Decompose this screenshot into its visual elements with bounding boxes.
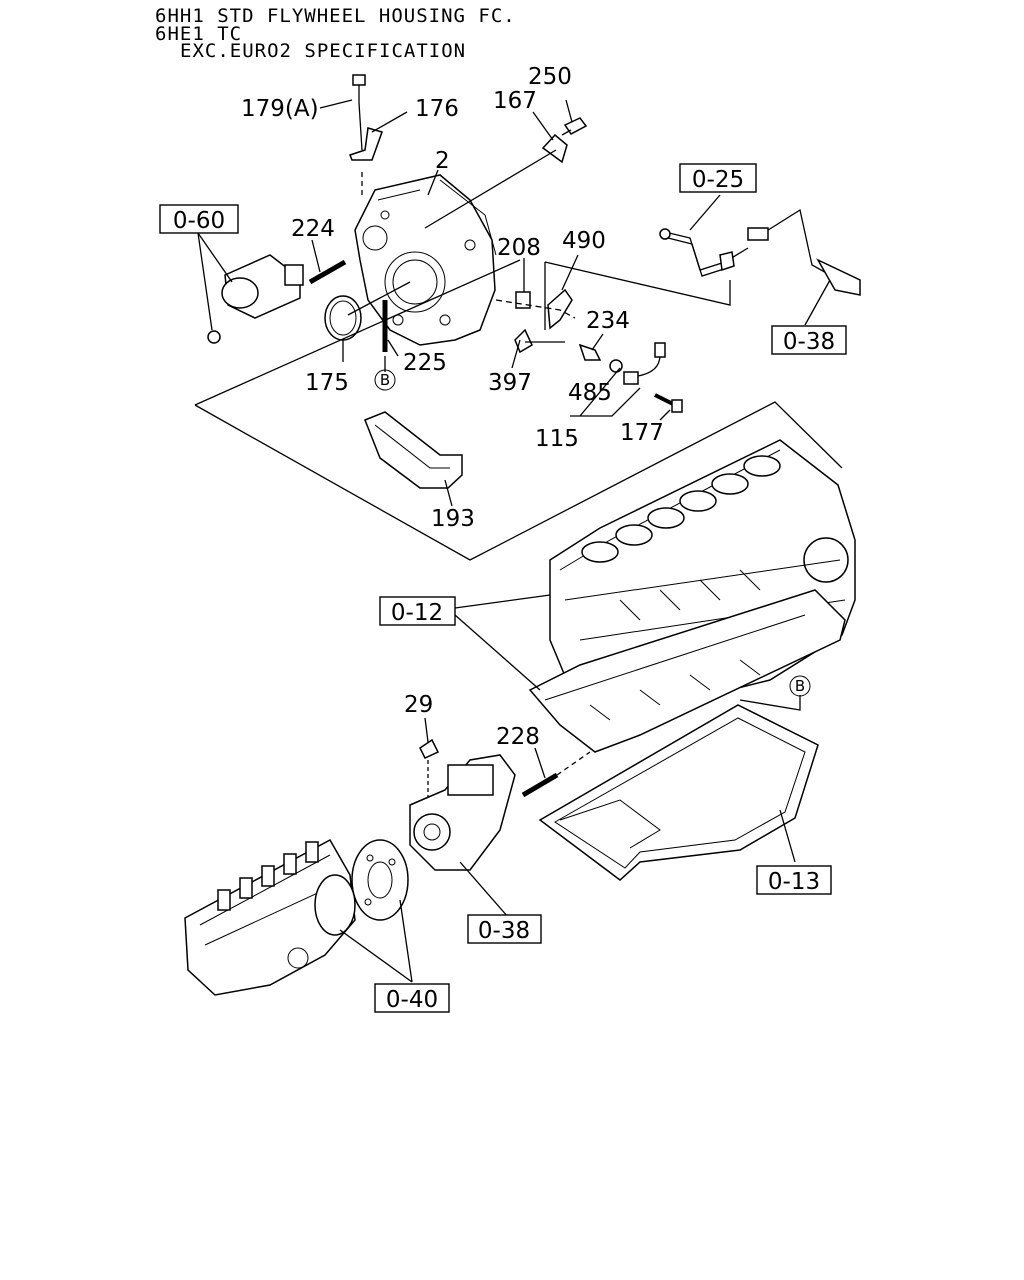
header-line-3: EXC.EURO2 SPECIFICATION <box>180 40 466 62</box>
bolt-177 <box>654 393 683 413</box>
marker-b-upper-label: B <box>380 371 390 389</box>
label-2: 2 <box>435 148 450 174</box>
assembly-outline <box>194 259 843 561</box>
stud-224 <box>308 259 347 285</box>
crankcase <box>528 589 846 753</box>
leader-lines <box>197 99 831 983</box>
label-115: 115 <box>535 426 579 452</box>
washer-485 <box>609 359 623 373</box>
label-208: 208 <box>497 235 541 261</box>
label-177: 177 <box>620 420 664 446</box>
label-485: 485 <box>568 380 612 406</box>
pipe-assembly <box>659 208 861 296</box>
label-228: 228 <box>496 724 540 750</box>
label-29: 29 <box>404 692 433 718</box>
label-225: 225 <box>403 350 447 376</box>
ref-box-0-12[interactable]: 0-12 <box>379 596 456 626</box>
air-compressor <box>409 754 516 871</box>
label-175: 175 <box>305 370 349 396</box>
label-167: 167 <box>493 88 537 114</box>
ref-label-0-12: 0-12 <box>391 600 443 626</box>
coupling <box>351 839 409 921</box>
label-397: 397 <box>488 370 532 396</box>
ref-label-0-38-lower: 0-38 <box>478 918 530 944</box>
marker-b-upper: B <box>374 369 396 391</box>
bracket-490 <box>547 288 573 330</box>
ref-box-0-60[interactable]: 0-60 <box>159 204 239 234</box>
ref-box-0-25[interactable]: 0-25 <box>679 163 757 193</box>
label-490: 490 <box>562 228 606 254</box>
bolt-179 <box>352 74 366 103</box>
label-176: 176 <box>415 96 459 122</box>
label-224: 224 <box>291 216 335 242</box>
locator-dashed <box>495 299 576 319</box>
cover-193 <box>364 411 463 489</box>
ref-box-0-38-lower[interactable]: 0-38 <box>467 914 542 944</box>
stud-228 <box>521 772 559 798</box>
ref-label-0-38-upper: 0-38 <box>783 329 835 355</box>
label-234: 234 <box>586 308 630 334</box>
label-193: 193 <box>431 506 475 532</box>
ref-label-0-60: 0-60 <box>173 208 225 234</box>
header-line-1: 6HH1 STD FLYWHEEL HOUSING FC. <box>155 5 516 27</box>
ref-label-0-25: 0-25 <box>692 167 744 193</box>
bolt-234 <box>578 343 602 361</box>
starter-motor <box>221 254 304 319</box>
header-line-2: 6HE1 TC <box>155 23 242 45</box>
flywheel-housing <box>354 174 497 346</box>
ref-label-0-13: 0-13 <box>768 869 820 895</box>
sensor-115 <box>623 342 666 385</box>
ref-box-0-40[interactable]: 0-40 <box>374 983 450 1013</box>
marker-b-lower-label: B <box>795 677 805 695</box>
marker-b-lower: B <box>789 675 811 697</box>
plate-167 <box>541 133 568 164</box>
injection-pump <box>184 838 356 996</box>
nut <box>207 330 221 344</box>
label-179: 179(A) <box>241 96 319 122</box>
label-250: 250 <box>528 64 572 90</box>
ref-label-0-40: 0-40 <box>386 987 438 1013</box>
key-29 <box>419 738 440 759</box>
bracket-176 <box>349 127 383 161</box>
ref-box-0-38-upper[interactable]: 0-38 <box>771 325 847 355</box>
bolt-250 <box>561 117 588 136</box>
ref-box-0-13[interactable]: 0-13 <box>756 865 832 895</box>
oil-pan <box>538 704 819 881</box>
